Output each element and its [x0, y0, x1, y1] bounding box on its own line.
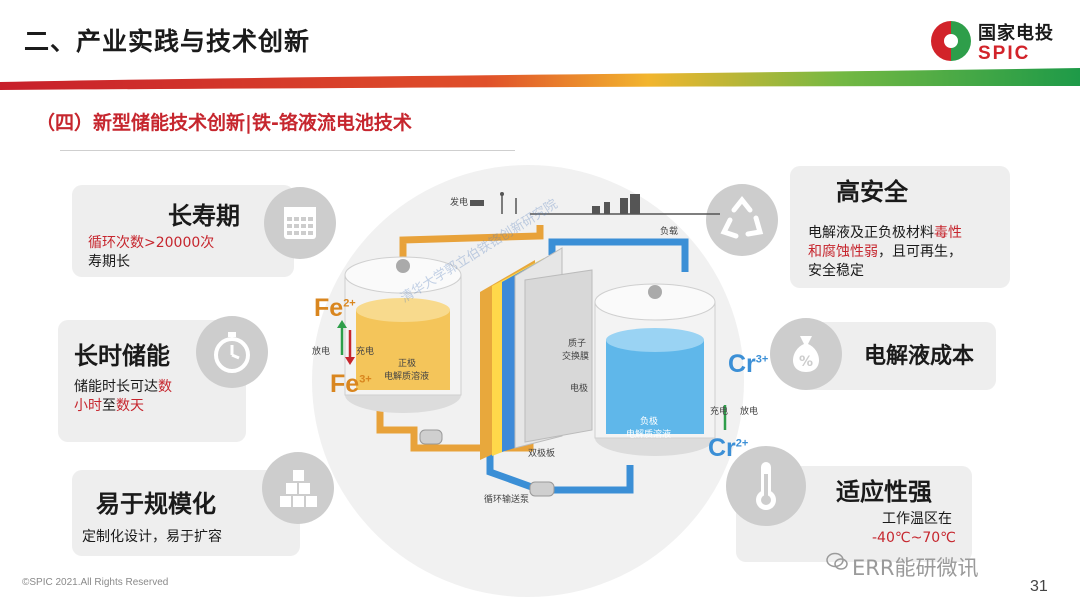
safety-text-e: 安全稳定	[808, 263, 864, 279]
source-watermark: ERR能研微讯	[852, 556, 979, 580]
duration-to: 至	[102, 398, 116, 414]
temp-range-value: -40℃~70℃	[872, 530, 956, 546]
fe-charge-label: 充电	[356, 347, 375, 357]
pump-right	[529, 481, 555, 497]
temp-range-label: 工作温区在	[882, 511, 952, 527]
scalable-title: 易于规模化	[96, 490, 216, 518]
adaptability-title: 适应性强	[836, 478, 932, 506]
header-swoosh	[0, 68, 1080, 90]
long-duration-title: 长时储能	[74, 342, 170, 370]
cr-arrows	[723, 405, 727, 430]
cell-stack	[480, 247, 593, 460]
pump-label: 循环输送泵	[484, 495, 530, 505]
negative-tank	[594, 283, 716, 456]
long-life-title: 长寿期	[168, 202, 240, 230]
safety-text-b: 毒性	[934, 225, 962, 241]
thermometer-icon	[726, 446, 806, 526]
page-title: 二、产业实践与技术创新	[24, 27, 311, 56]
membrane-label-1: 质子	[568, 339, 587, 349]
recycle-icon	[706, 184, 778, 256]
safety-text-c: 和腐蚀性弱	[808, 244, 878, 260]
cr2-label: Cr2+	[708, 434, 749, 462]
long-life-text: 寿期长	[88, 254, 130, 270]
spic-logo-icon	[928, 18, 974, 64]
feature-card-long-life	[72, 185, 294, 277]
adaptability-desc: 工作温区在 -40℃~70℃	[872, 510, 956, 548]
flow-battery-diagram	[337, 192, 727, 497]
copyright-text: ©SPIC 2021.All Rights Reserved	[22, 577, 169, 588]
load-label: 负载	[660, 227, 679, 237]
cr-charge-label: 充电	[710, 407, 729, 417]
cost-title: 电解液成本	[864, 344, 975, 369]
cr3-label: Cr3+	[728, 350, 769, 378]
bipolar-plate-label: 双极板	[528, 449, 556, 459]
generation-load-silhouette	[470, 192, 640, 214]
stopwatch-icon	[196, 316, 268, 388]
subtitle-divider	[60, 150, 515, 151]
blue-pipe-top	[548, 238, 689, 272]
negative-label: 负极	[640, 417, 659, 427]
orange-pipe-top	[399, 225, 544, 262]
duration-days: 数天	[116, 398, 144, 414]
safety-desc: 电解液及正负极材料毒性 和腐蚀性弱，且可再生， 安全稳定	[808, 224, 962, 281]
stacked-boxes-icon	[262, 452, 334, 524]
calendar-icon	[264, 187, 336, 259]
safety-text-d: ，且可再生，	[878, 244, 962, 260]
positive-label: 正极	[398, 359, 417, 369]
fe3-label: Fe3+	[330, 370, 372, 398]
negative-electrolyte-label: 电解质溶液	[626, 430, 672, 440]
generation-label: 发电	[450, 198, 469, 208]
cycle-count-text: 循环次数>20000次	[88, 235, 215, 251]
logo-en-text: SPIC	[978, 43, 1031, 64]
svg-text:%: %	[799, 354, 813, 370]
duration-text-a: 储能时长可达	[74, 379, 158, 395]
cr-discharge-label: 放电	[740, 407, 759, 417]
money-bag-icon: %	[770, 318, 842, 390]
wechat-icon	[826, 552, 848, 572]
logo-cn-text: 国家电投	[978, 23, 1054, 44]
duration-hours: 小时	[74, 398, 102, 414]
section-subtitle: （四）新型储能技术创新|铁-铬液流电池技术	[36, 112, 412, 134]
duration-text-b: 数	[158, 379, 172, 395]
fe-arrows	[337, 320, 355, 365]
fe-discharge-label: 放电	[312, 347, 331, 357]
electrode-label: 电极	[570, 384, 589, 394]
scalable-desc: 定制化设计，易于扩容	[82, 529, 222, 545]
feature-card-safety	[790, 166, 1010, 288]
safety-text-a: 电解液及正负极材料	[808, 225, 934, 241]
long-duration-desc: 储能时长可达数 小时至数天	[74, 378, 172, 416]
membrane-label-2: 交换膜	[562, 352, 590, 362]
positive-tank	[344, 256, 462, 413]
page-number: 31	[1030, 578, 1048, 595]
long-life-desc: 循环次数>20000次 寿期长	[88, 234, 214, 272]
pump-left	[419, 429, 443, 445]
positive-electrolyte-label: 电解质溶液	[384, 372, 430, 382]
fe2-label: Fe2+	[314, 294, 356, 322]
safety-title: 高安全	[836, 178, 908, 206]
